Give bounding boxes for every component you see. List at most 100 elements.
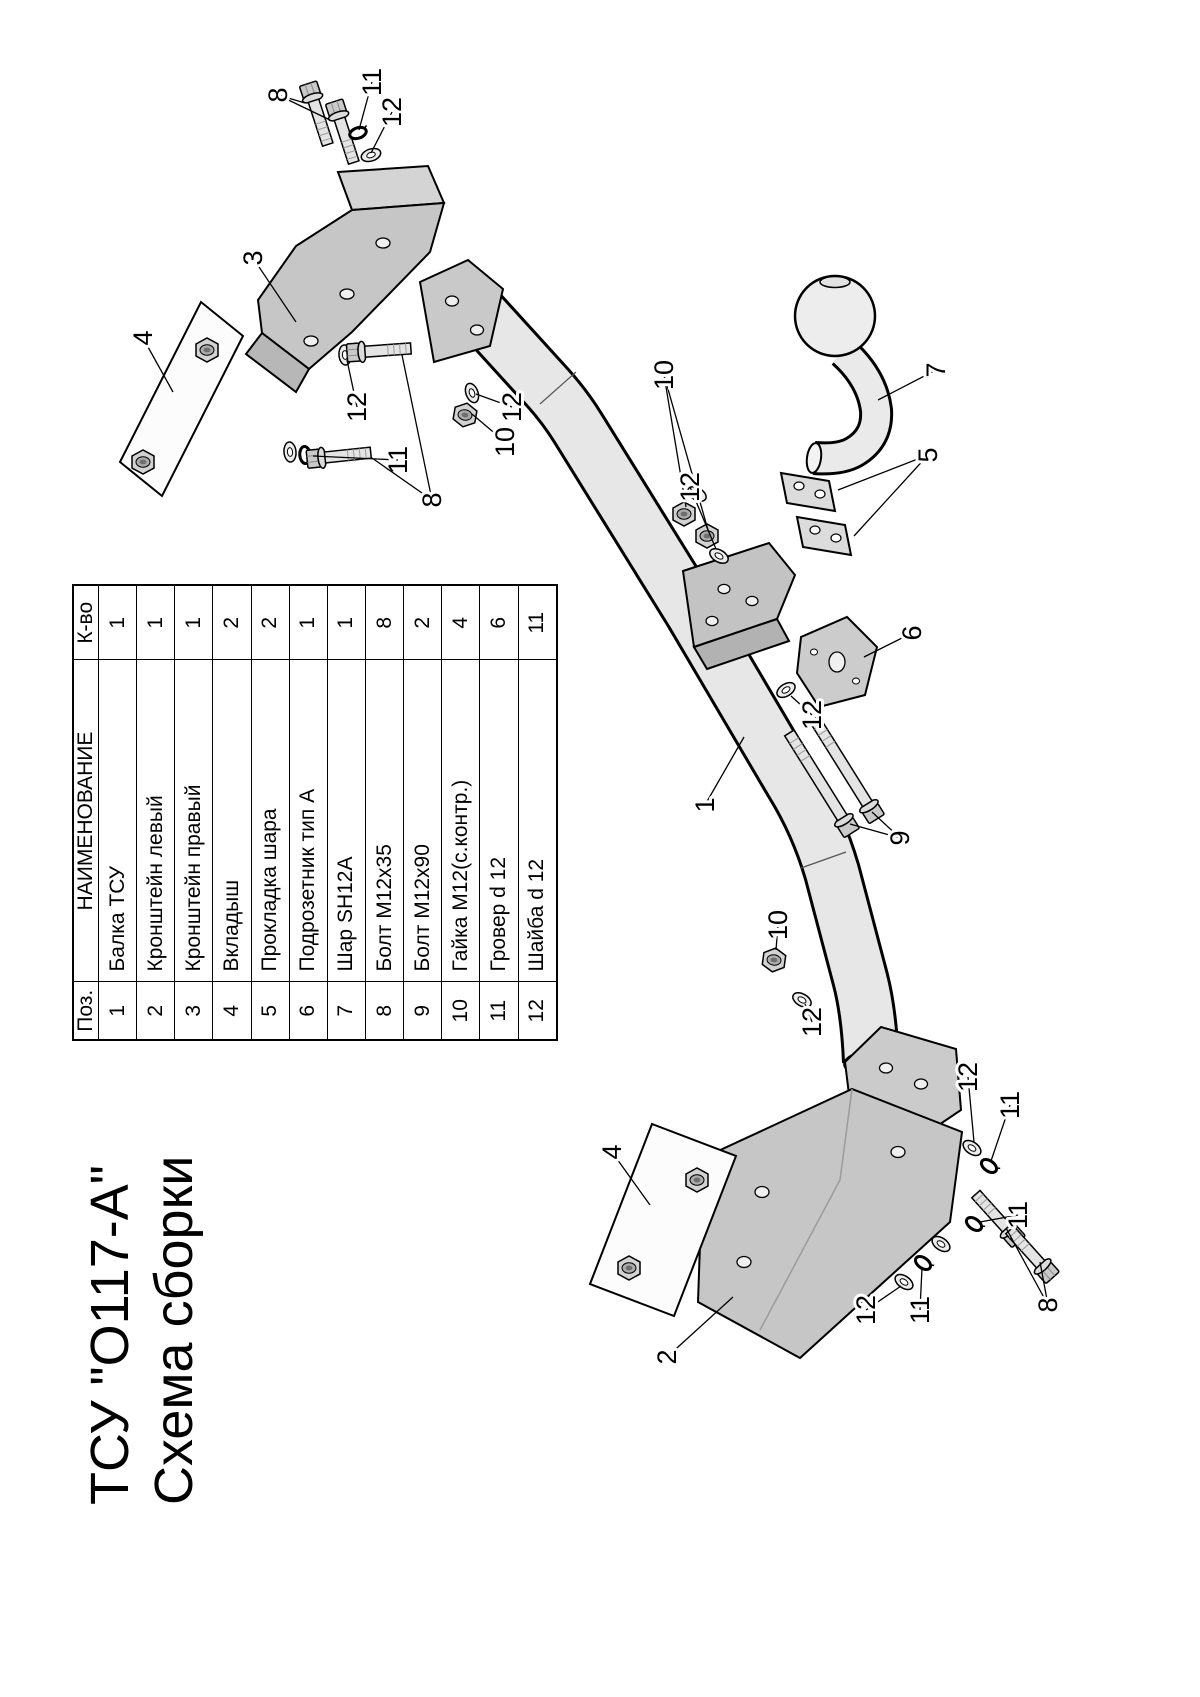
callout-11: 11 — [905, 1296, 935, 1324]
leader-line — [346, 359, 358, 408]
callout-12: 12 — [675, 472, 705, 502]
leader-line — [849, 823, 901, 839]
callout-12: 12 — [953, 1062, 983, 1092]
washer-icon — [959, 1136, 985, 1160]
leader-line — [990, 1104, 1011, 1162]
part-5-ball-gaskets — [779, 471, 853, 557]
cell-pos: 9 — [403, 982, 442, 1040]
nut-icon — [760, 945, 788, 975]
callout-2: 2 — [652, 1349, 682, 1364]
leader-line — [142, 337, 174, 393]
leader-line — [371, 457, 433, 501]
leader-line — [277, 94, 306, 104]
callout-4: 4 — [597, 1144, 627, 1159]
cell-pos: 8 — [365, 982, 404, 1040]
callout-3: 3 — [238, 250, 268, 265]
cell-qty: 2 — [403, 585, 442, 660]
beam-mid-bracket — [681, 541, 797, 671]
cell-name: Шайба d 12 — [518, 660, 557, 982]
cell-qty: 2 — [251, 585, 290, 660]
drawing-subtitle: Схема сборки — [144, 1155, 204, 1505]
cell-name: Гровер d 12 — [479, 660, 519, 982]
cell-name: Балка ТСУ — [98, 660, 137, 982]
part-6-socket-plate — [795, 615, 879, 709]
leader-line — [1039, 1261, 1049, 1306]
leader-line — [401, 354, 433, 501]
part-4-insert-plate-bottom — [588, 1122, 738, 1318]
cell-qty: 11 — [518, 585, 557, 660]
callout-12: 12 — [797, 1007, 827, 1037]
spring-washer-icon — [962, 1213, 988, 1236]
cell-name: Вкладыш — [212, 660, 252, 982]
callout-12: 12 — [797, 700, 827, 730]
callout-8: 8 — [263, 87, 293, 102]
cell-name: Подрозетник тип А — [289, 660, 328, 982]
drawing-title: ТСУ "О117-А" — [80, 1165, 140, 1505]
callout-10: 10 — [649, 360, 679, 390]
callout-6: 6 — [897, 625, 927, 640]
washer-icon — [462, 380, 482, 406]
cell-pos: 4 — [212, 982, 252, 1040]
callout-11: 11 — [1003, 1201, 1033, 1229]
washer-icon — [282, 440, 298, 464]
cell-pos: 12 — [518, 982, 557, 1040]
leader-line — [837, 454, 929, 491]
callout-11: 11 — [995, 1091, 1025, 1119]
cell-qty: 1 — [327, 585, 366, 660]
callout-12: 12 — [497, 392, 527, 422]
callout-11: 11 — [357, 68, 387, 96]
cell-pos: 2 — [136, 982, 175, 1040]
washer-icon — [358, 145, 384, 165]
cell-pos: 6 — [289, 982, 328, 1040]
cell-name: Шар SH12A — [327, 660, 366, 982]
cell-qty: 4 — [441, 585, 480, 660]
spring-washer-icon — [346, 123, 372, 143]
callout-1: 1 — [690, 797, 720, 812]
leader-line — [312, 455, 399, 461]
cell-qty: 1 — [174, 585, 213, 660]
leader-line — [666, 1296, 734, 1358]
leader-line — [370, 111, 393, 154]
cell-name: Гайка М12(с.контр.) — [441, 660, 480, 982]
title-block: ТСУ "О117-А" Схема сборки — [78, 1085, 208, 1505]
leader-line — [853, 454, 929, 537]
cell-qty: 1 — [98, 585, 137, 660]
callout-9: 9 — [885, 830, 915, 845]
cell-name: Прокладка шара — [251, 660, 290, 982]
leader-line — [471, 413, 506, 443]
header-name: НАИМЕНОВАНИЕ — [73, 660, 99, 982]
leader-line — [877, 369, 937, 401]
leader-line — [475, 393, 513, 408]
beam-top-mount-bracket — [418, 258, 505, 364]
callout-12: 12 — [342, 392, 372, 422]
callout-12: 12 — [851, 1295, 881, 1325]
cell-name: Болт М12х35 — [365, 660, 404, 982]
leader-line — [967, 1076, 975, 1143]
leader-line — [804, 1003, 813, 1023]
leader-line — [865, 1285, 902, 1311]
cell-qty: 1 — [289, 585, 328, 660]
leader-line — [863, 632, 913, 658]
table-header-row: Поз. НАИМЕНОВАНИЕ К-во — [73, 585, 99, 1040]
cell-qty: 1 — [136, 585, 175, 660]
leader-line — [871, 811, 901, 839]
cell-name: Кронштейн правый — [174, 660, 213, 982]
cell-qty: 8 — [365, 585, 404, 660]
leader-line — [663, 374, 687, 508]
cell-qty: 6 — [479, 585, 519, 660]
callout-5: 5 — [913, 447, 943, 462]
part-2-bracket-left — [696, 1087, 964, 1360]
callout-10: 10 — [490, 427, 520, 457]
